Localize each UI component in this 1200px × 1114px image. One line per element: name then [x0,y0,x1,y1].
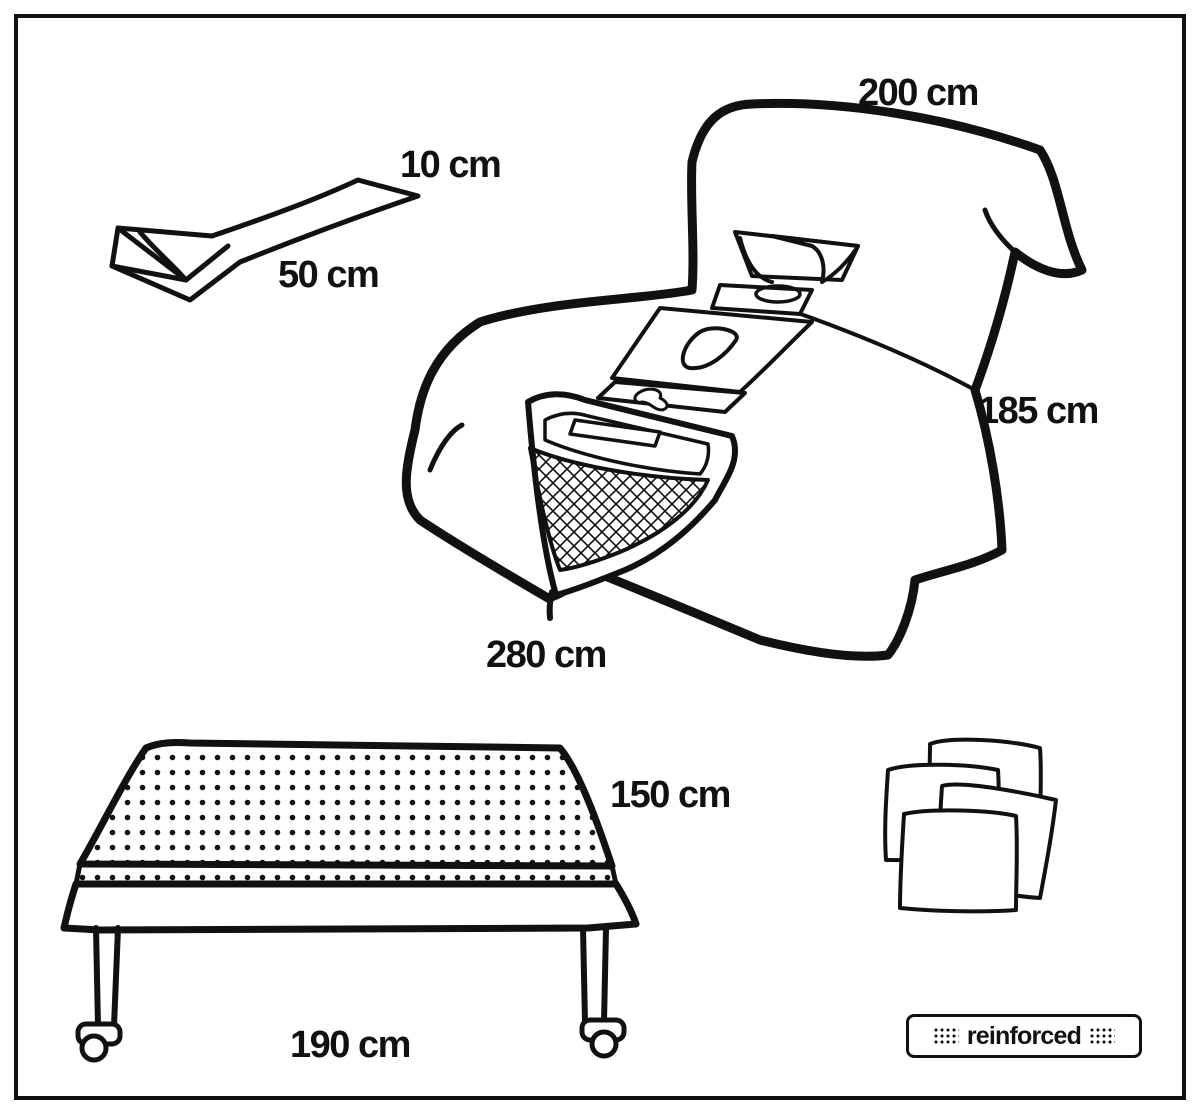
label-drape-width: 200 cm [858,72,979,114]
label-table-cover-width: 150 cm [610,774,731,816]
towel-stack-illustration [883,737,1058,914]
towel-illustration [109,177,421,303]
label-towel-length: 50 cm [278,254,380,296]
outer-frame [14,14,1186,1100]
label-towel-width: 10 cm [400,144,502,186]
label-drape-length: 280 cm [486,634,607,676]
label-drape-side: 185 cm [978,390,1099,432]
dot-pattern-icon [932,1027,959,1045]
table-skirt [60,880,640,934]
table-top-dotted [76,739,616,870]
label-table-cover-length: 190 cm [290,1024,411,1066]
reinforced-legend-badge: reinforced [906,1014,1142,1058]
table-cover-illustration [60,739,640,1063]
dot-pattern-icon [1089,1027,1116,1045]
reinforced-label: reinforced [966,1021,1082,1050]
drape-illustration [401,98,1087,661]
